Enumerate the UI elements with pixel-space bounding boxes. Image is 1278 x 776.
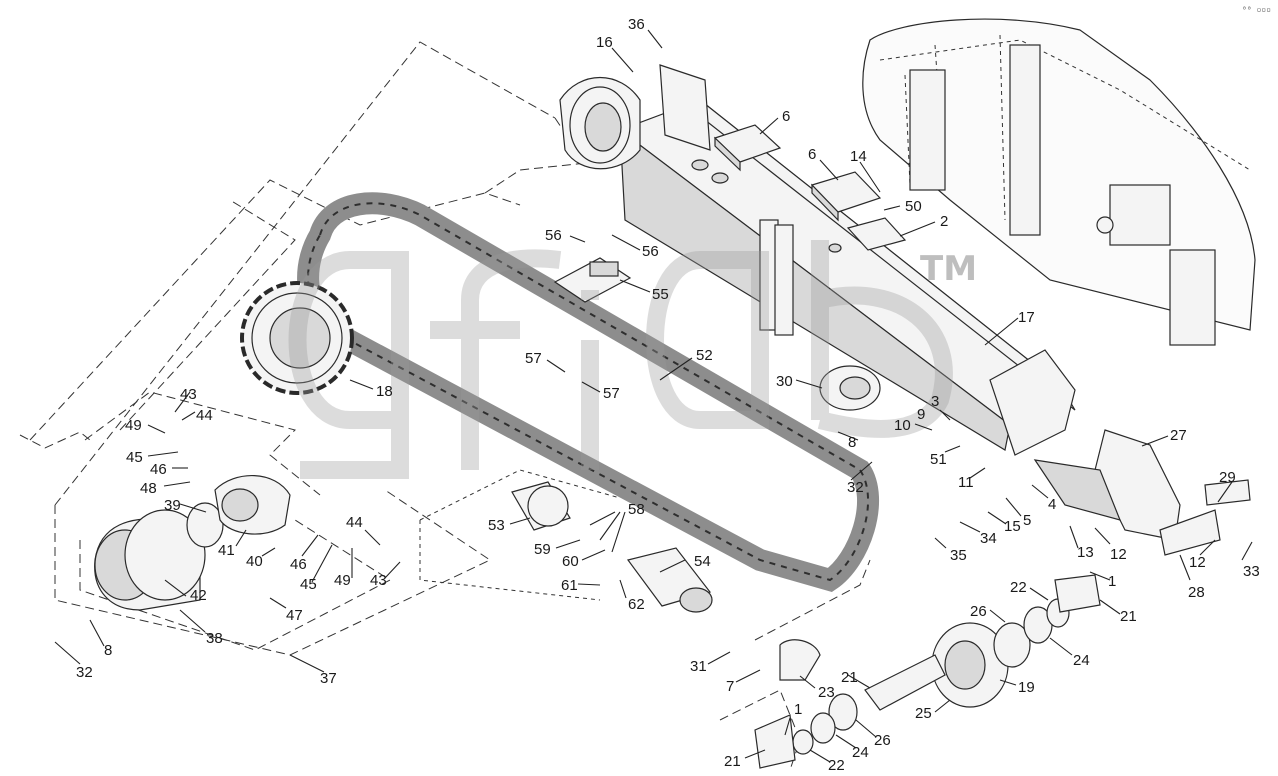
callout-label: 12 [1189, 554, 1206, 571]
callout-label: 40 [246, 553, 263, 570]
leader-lines [54, 29, 1253, 763]
callout-label: 14 [850, 148, 867, 165]
corner-mark: ⁰⁰ ▫▫▫ [1242, 5, 1271, 14]
callout-label: 19 [1018, 679, 1035, 696]
callout-label: 60 [562, 553, 579, 570]
callout-label: 61 [561, 577, 578, 594]
slide-plate [553, 257, 632, 303]
callout-label: 34 [980, 530, 997, 547]
callout-label: 17 [1018, 309, 1035, 326]
callout-label: 62 [628, 596, 645, 613]
callout-label: 43 [370, 572, 387, 589]
callout-label: 21 [841, 669, 858, 686]
callout-label: 30 [776, 373, 793, 390]
callout-label: 4 [1048, 496, 1056, 513]
callout-label: 29 [1219, 469, 1236, 486]
callout-label: 35 [950, 547, 967, 564]
callout-label: 50 [905, 198, 922, 215]
callout-label: 15 [1004, 518, 1021, 535]
callout-label: 55 [652, 286, 669, 303]
callout-label: 43 [180, 386, 197, 403]
track-roller-assembly [754, 574, 1101, 769]
callout-label: 8 [104, 642, 112, 659]
callout-label: 32 [847, 479, 864, 496]
callout-label: 26 [970, 603, 987, 620]
callout-label: 5 [1023, 512, 1031, 529]
callout-label: 45 [126, 449, 143, 466]
watermark-trademark: TM [920, 249, 977, 289]
callout-label: 33 [1243, 563, 1260, 580]
callout-label: 49 [334, 572, 351, 589]
side-bracket [1033, 429, 1251, 556]
callout-label: 1 [794, 701, 802, 718]
callout-label: 12 [1110, 546, 1127, 563]
callout-label: 1 [1108, 573, 1116, 590]
callout-label: 37 [320, 670, 337, 687]
callout-label: 38 [206, 630, 223, 647]
watermark-logo: TM [288, 240, 977, 479]
callout-label: 47 [286, 607, 303, 624]
callout-label: 16 [596, 34, 613, 51]
drive-motor [94, 475, 291, 611]
callout-label: 52 [696, 347, 713, 364]
callout-label: 41 [218, 542, 235, 559]
callout-label: 54 [694, 553, 711, 570]
callout-label: 44 [196, 407, 213, 424]
callout-label: 25 [915, 705, 932, 722]
callout-labels: 36 16 6 6 14 50 2 17 56 56 55 57 57 52 1… [76, 16, 1260, 774]
callout-label: 13 [1077, 544, 1094, 561]
callout-label: 42 [190, 587, 207, 604]
wear-plates [713, 124, 907, 251]
callout-label: 46 [150, 461, 167, 478]
track-frame-beam [559, 64, 1076, 456]
callout-label: 18 [376, 383, 393, 400]
callout-label: 45 [300, 576, 317, 593]
callout-label: 44 [346, 514, 363, 531]
callout-label: 22 [1010, 579, 1027, 596]
callout-label: 57 [525, 350, 542, 367]
callout-label: 24 [1073, 652, 1090, 669]
callout-label: 32 [76, 664, 93, 681]
callout-label: 24 [852, 744, 869, 761]
callout-label: 21 [1120, 608, 1137, 625]
callout-label: 3 [931, 393, 939, 410]
callout-label: 26 [874, 732, 891, 749]
callout-label: 7 [726, 678, 734, 695]
callout-label: 56 [545, 227, 562, 244]
machine-frame [862, 18, 1256, 346]
callout-label: 48 [140, 480, 157, 497]
callout-label: 56 [642, 243, 659, 260]
callout-label: 21 [724, 753, 741, 770]
callout-label: 10 [894, 417, 911, 434]
track-idler [819, 365, 881, 411]
callout-label: 39 [164, 497, 181, 514]
callout-label: 8 [848, 434, 856, 451]
drive-sprocket [240, 281, 354, 395]
callout-label: 49 [125, 417, 142, 434]
callout-label: 23 [818, 684, 835, 701]
callout-label: 28 [1188, 584, 1205, 601]
callout-label: 46 [290, 556, 307, 573]
callout-label: 11 [958, 474, 974, 491]
callout-label: 53 [488, 517, 505, 534]
tension-cylinder [511, 481, 713, 613]
callout-label: 2 [940, 213, 948, 230]
callout-label: 9 [917, 406, 925, 423]
callout-label: 51 [930, 451, 947, 468]
callout-label: 57 [603, 385, 620, 402]
callout-label: 6 [808, 146, 816, 163]
callout-label: 36 [628, 16, 645, 33]
callout-label: 22 [828, 757, 845, 774]
callout-label: 58 [628, 501, 645, 518]
callout-label: 59 [534, 541, 551, 558]
callout-label: 31 [690, 658, 707, 675]
callout-label: 27 [1170, 427, 1187, 444]
callout-label: 6 [782, 108, 790, 125]
